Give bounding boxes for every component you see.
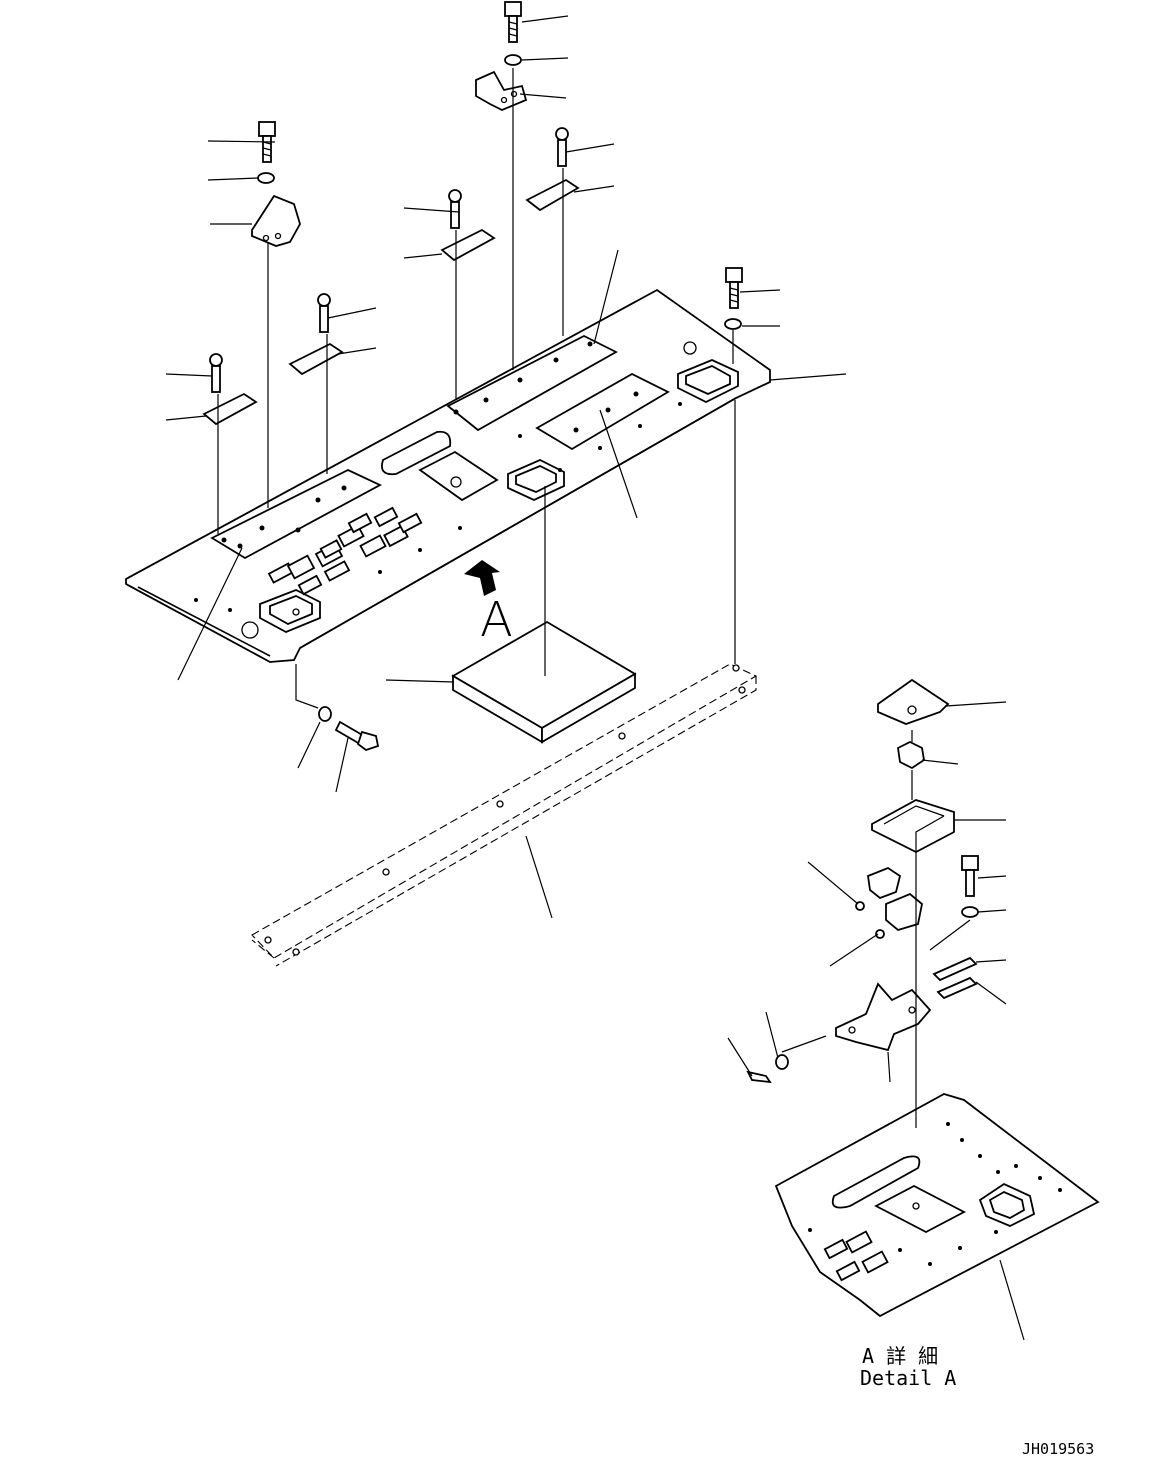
view-letter-a: A: [480, 592, 513, 648]
drawing-number: JH019563: [1022, 1440, 1095, 1458]
leader-lines: [165, 15, 847, 919]
shim-plate-c: [288, 342, 344, 376]
screw-a: [555, 127, 569, 167]
shim-plate-b: [440, 228, 496, 262]
detail-title-jp: A 詳 細: [862, 1344, 939, 1368]
detail-a: [727, 678, 1100, 1341]
view-arrow: [464, 560, 500, 596]
assembly-lines: [217, 68, 736, 709]
shim-plate-a: [525, 178, 580, 212]
bolt-left: [258, 121, 276, 163]
screw-c: [317, 293, 331, 333]
shim-plate-d: [202, 392, 258, 426]
washer-left: [257, 172, 275, 184]
bolt-top-center: [504, 1, 522, 43]
washer-right: [724, 318, 742, 330]
bracket-left: [251, 194, 301, 247]
bracket-top-center: [475, 70, 528, 111]
detail-title-en: Detail A: [860, 1366, 957, 1390]
screw-d: [209, 353, 223, 393]
screw-b: [448, 189, 462, 229]
rail-phantom: [251, 663, 758, 967]
washer-top-center: [504, 54, 522, 66]
bolt-bottom: [334, 720, 380, 752]
washer-bottom: [318, 706, 332, 722]
floor-mat: [451, 620, 637, 744]
floor-plate: [125, 288, 771, 663]
bolt-right: [725, 267, 743, 309]
